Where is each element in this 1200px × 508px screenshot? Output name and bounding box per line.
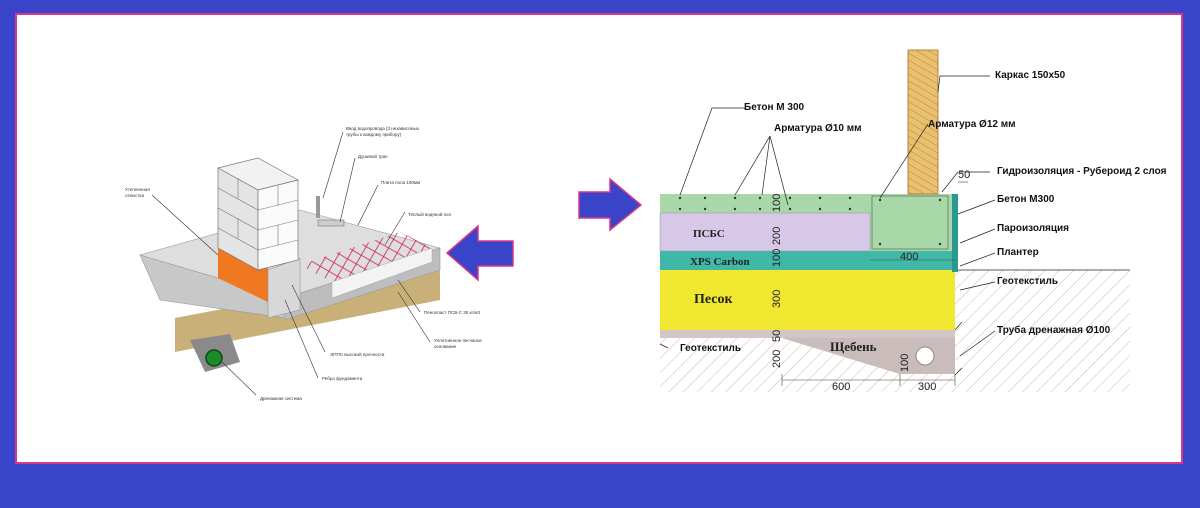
- dim-200-psbs: 200: [771, 227, 783, 245]
- label-rebar12: Арматура Ø12 мм: [928, 119, 1016, 130]
- psbs-foam: [331, 247, 433, 299]
- dim-50-geo: 50: [771, 330, 783, 342]
- drain-pipe-circle-section: [915, 346, 935, 366]
- left-arrow-icon: [445, 224, 514, 282]
- label-geotextile-right: Геотекстиль: [997, 276, 1058, 287]
- rebar-dots: [678, 196, 942, 246]
- dim-300-sand: 300: [771, 290, 783, 308]
- label-waterproofing: Гидроизоляция - Рубероид 2 слоя: [997, 165, 1167, 177]
- dim-100-xps: 100: [771, 249, 783, 267]
- label-drainage-system: Дренажная система: [260, 396, 302, 401]
- layer-sand: Песок: [694, 292, 733, 307]
- drain-pipe-circle: [205, 349, 223, 367]
- label-rebar10: Арматура Ø10 мм: [774, 123, 862, 134]
- label-concrete-top: Бетон М 300: [744, 102, 805, 113]
- block-wall: [217, 157, 299, 271]
- label-geotextile-left: Геотекстиль: [680, 343, 741, 354]
- sand-layer: [660, 270, 955, 330]
- shower-drain: [317, 219, 345, 227]
- left-leader-lines: [151, 131, 431, 396]
- layer-psbs: ПСБС: [693, 228, 725, 240]
- right-section-diagram: Каркас 150х50 Бетон М 300 Арматура Ø10 м…: [659, 49, 1167, 393]
- water-inlet-pipe: [316, 196, 320, 218]
- right-arrow-icon: [578, 177, 643, 232]
- dim-400: 400: [900, 251, 918, 263]
- dim-300-bottom: 300: [918, 381, 936, 393]
- label-epps: ЭППС высокой прочности: [330, 351, 385, 357]
- dim-100-top: 100: [771, 194, 783, 212]
- dim-50-top: 50: [958, 169, 970, 181]
- label-planter: Плантер: [997, 247, 1039, 258]
- label-psbs-foam: Пенопласт ПСБ-С 35 кг/м3: [424, 310, 480, 315]
- label-floor-slab: Плита пола 100мм: [381, 180, 420, 185]
- timber-grain: [908, 50, 938, 194]
- dim-600: 600: [832, 381, 850, 393]
- foundation-strip-outline: [871, 195, 949, 250]
- label-drain-pipe: Труба дренажная Ø100: [997, 324, 1111, 336]
- psbs-layer: [659, 212, 871, 252]
- label-concrete-m300: Бетон М300: [997, 194, 1055, 205]
- label-frame: Каркас 150х50: [995, 70, 1066, 81]
- xps-layer: [660, 251, 955, 270]
- label-vapor-barrier: Пароизоляция: [997, 223, 1069, 234]
- heated-floor-grid: [300, 232, 432, 282]
- dim-200-gravel: 200: [771, 350, 783, 368]
- dimension-lines: [781, 181, 968, 386]
- gravel-wedge: [782, 338, 955, 374]
- label-foundation-rib: Ребро фундамента: [322, 376, 363, 381]
- right-leader-lines: [659, 75, 1130, 376]
- planter-edge: [952, 194, 958, 272]
- layer-xps: XPS Carbon: [690, 256, 750, 268]
- label-shower-drain: Душевой трап: [358, 153, 388, 159]
- dim-100-pipe: 100: [899, 354, 911, 372]
- layer-gravel: Щебень: [830, 339, 877, 354]
- label-heated-floor: Теплый водяной пол: [408, 211, 451, 217]
